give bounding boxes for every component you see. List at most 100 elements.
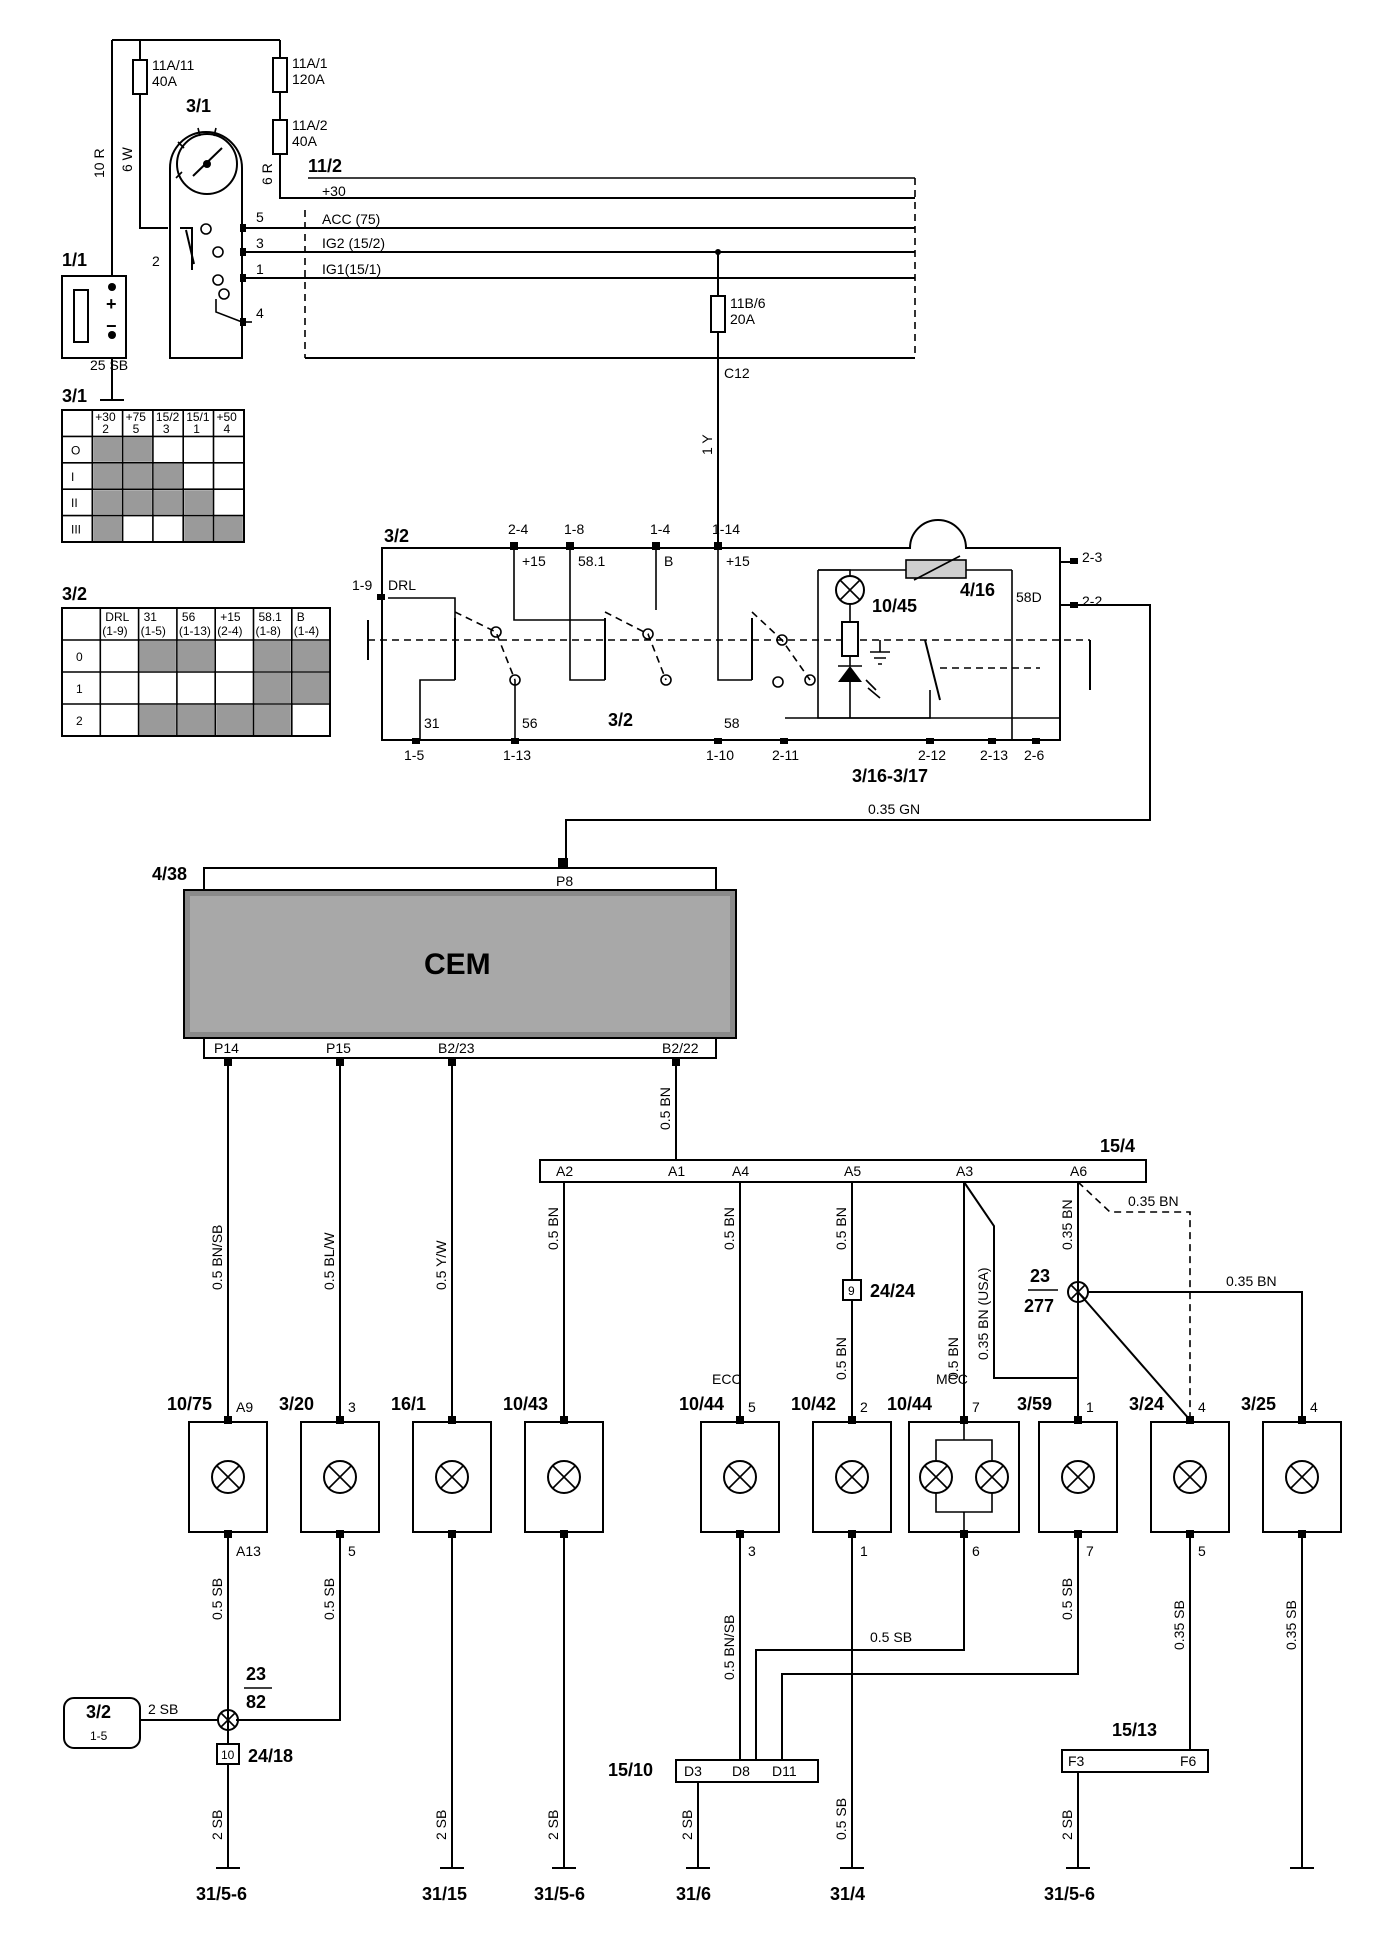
ign-header-1: +75 [126, 410, 147, 424]
rail-ig2: IG2 (15/2) [322, 235, 385, 251]
fuse-11b6-id: 11B/6 [730, 295, 766, 311]
light-switch-module: 3/2 2-4+151-858.11-4B1-14+15 2-3 2-2 0.3… [352, 519, 1151, 860]
pin-3-marker [240, 248, 246, 256]
lamp-ref: 3/20 [279, 1394, 314, 1414]
light-cell-on [139, 705, 176, 735]
fuse-11a2-rating: 40A [292, 133, 318, 149]
wire-1y: 1 Y [699, 434, 715, 455]
bottom-pin-label: 1-10 [706, 747, 734, 763]
wire-l325: 0.35 SB [1283, 1600, 1299, 1650]
lamp-pin-bot: 1 [860, 1543, 868, 1559]
bottom-pin-marker [714, 738, 722, 744]
lamp-pin-marker [1074, 1416, 1082, 1424]
battery-ground-wire: 25 SB [90, 357, 128, 373]
lamp-pin-top: 5 [748, 1399, 756, 1415]
ign-cell-on [214, 516, 243, 541]
light-table-title: 3/2 [62, 584, 87, 604]
light-row-1: 1 [76, 682, 83, 696]
conn2418-pin: 10 [221, 1748, 235, 1762]
cem-label: CEM [424, 948, 491, 981]
cem-feed-wire: 0.5 BN [657, 1087, 673, 1130]
ign-header-pin-2: 3 [163, 422, 170, 436]
top-pin-label: 1-14 [712, 521, 740, 537]
splice-pin-label: A2 [556, 1163, 573, 1179]
splice-block-id: 15/4 [1100, 1136, 1135, 1156]
wire-g5: 0.5 SB [833, 1798, 849, 1840]
wire-g2: 2 SB [433, 1810, 449, 1840]
lamp-ref: 3/59 [1017, 1394, 1052, 1414]
inner-58d: 58D [1016, 589, 1042, 605]
light-switch-ref: 3/2 [384, 526, 409, 546]
power-supply-section: 11A/11 40A 10 R 6 W 11A/1 120A 11A/2 40A… [61, 39, 916, 548]
lamp-ref: 10/75 [167, 1394, 212, 1414]
top-pin-label: 1-8 [564, 521, 584, 537]
ground-2: 31/15 [422, 1884, 467, 1904]
light-header-3: +15 [220, 610, 241, 624]
fuse-11a2-id: 11A/2 [292, 117, 328, 133]
ign-row-1: I [71, 470, 74, 484]
light-header-2: 56 [182, 610, 196, 624]
light-cell-on [292, 641, 330, 671]
bulb-icon [723, 1460, 757, 1494]
fuse-11a11-id: 11A/11 [152, 57, 195, 73]
bulb-icon [1173, 1460, 1207, 1494]
wire-g6: 2 SB [1059, 1810, 1075, 1840]
lamp-ref: 3/24 [1129, 1394, 1164, 1414]
bottom-pin-marker [988, 738, 996, 744]
wire-l359: 0.5 SB [1059, 1578, 1075, 1620]
top-pin-marker [510, 542, 518, 550]
ign-header-pin-0: 2 [102, 422, 109, 436]
cem-pin-label: P15 [326, 1040, 351, 1056]
conn2424-pin: 9 [848, 1284, 855, 1298]
light-header-1: 31 [144, 610, 158, 624]
wire-a6: 0.35 BN [1059, 1199, 1075, 1250]
light-header-pin-2: (1-13) [179, 624, 211, 638]
ign-header-4: +50 [217, 410, 238, 424]
busbar-ref: 11/2 [308, 156, 342, 176]
light-header-4: 58.1 [259, 610, 283, 624]
ref-wire: 2 SB [148, 1701, 178, 1717]
bottom-pin-marker [780, 738, 788, 744]
fuse-11b6-rating: 20A [730, 311, 756, 327]
ground-5: 31/4 [830, 1884, 865, 1904]
splice-pin-label: A3 [956, 1163, 973, 1179]
pin-4-marker [240, 318, 246, 326]
bottom-pin-label: 2-11 [772, 747, 799, 763]
lamp-pin-top: 2 [860, 1399, 868, 1415]
block-1513-id: 15/13 [1112, 1720, 1157, 1740]
lamp-tag: ECC [712, 1371, 742, 1387]
lamp-pin-bot: 7 [1086, 1543, 1094, 1559]
bulb-icon [435, 1460, 469, 1494]
lamp-ref: 10/44 [679, 1394, 724, 1414]
light-switch-table: 3/2 DRL(1-9)31(1-5)56(1-13)+15(2-4)58.1(… [61, 584, 331, 737]
lamp-pin-top: 7 [972, 1399, 980, 1415]
block-1510-id: 15/10 [608, 1760, 653, 1780]
ign-cell-on [153, 490, 183, 515]
lamp-16-1: 16/1 [391, 1394, 492, 1538]
pin-1-9-marker [377, 594, 385, 600]
cem-pin-label: P14 [214, 1040, 239, 1056]
wire-g1: 2 SB [209, 1810, 225, 1840]
lamp-pin-marker [960, 1416, 968, 1424]
fuse-11a11-rating: 40A [152, 73, 178, 89]
bulb-icon [1285, 1460, 1319, 1494]
light-header-5: B [297, 610, 305, 624]
block-1513-f6: F6 [1180, 1753, 1197, 1769]
wire-gn: 0.35 GN [868, 801, 920, 817]
wire-l324: 0.35 SB [1171, 1600, 1187, 1650]
ign-header-pin-3: 1 [193, 422, 200, 436]
light-header-pin-1: (1-5) [141, 624, 166, 638]
lamp-pin-bot: 5 [1198, 1543, 1206, 1559]
fuse-11a11 [132, 59, 148, 95]
led-diode [838, 666, 862, 682]
ign-cell-on [184, 490, 213, 515]
light-cell-on [254, 673, 291, 703]
wire-a2: 0.5 BN [545, 1207, 561, 1250]
wire-g4: 2 SB [679, 1810, 695, 1840]
wire-p14: 0.5 BN/SB [209, 1225, 225, 1290]
